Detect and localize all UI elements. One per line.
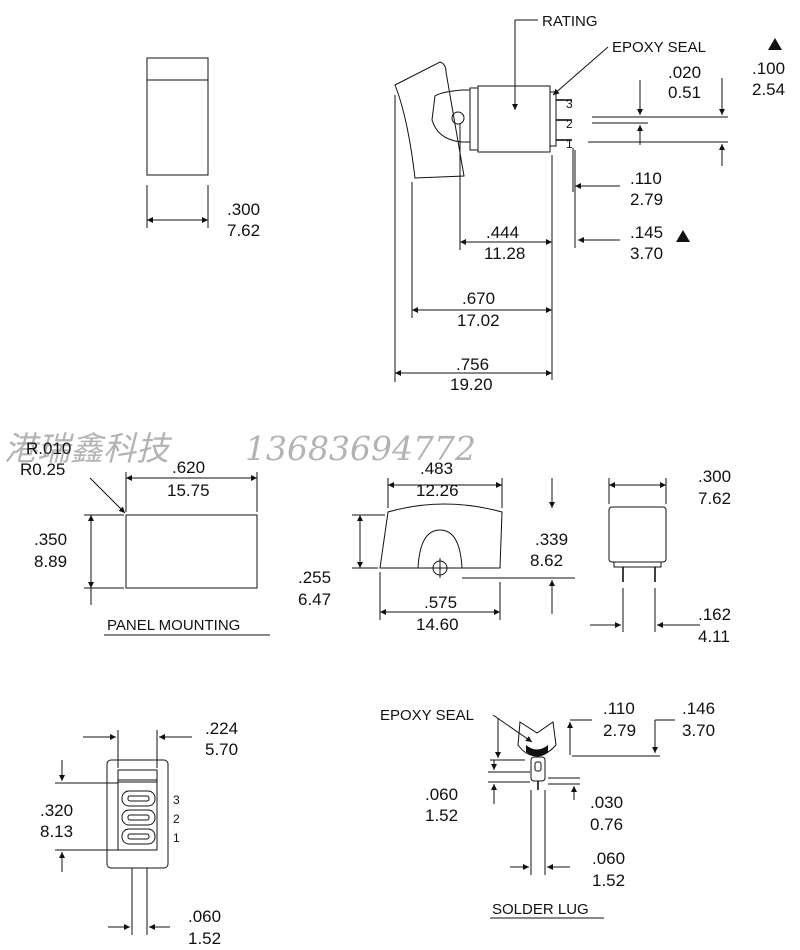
lug-seal — [517, 721, 557, 757]
dim-corner-radius-mm: R0.25 — [20, 460, 65, 479]
body-outline — [608, 506, 667, 563]
actuator-outline — [146, 57, 209, 176]
lug-tab — [530, 756, 546, 782]
dim-side-pin-spacing-in: .162 — [698, 605, 731, 624]
bottom-outline — [106, 759, 169, 869]
watermark-company: 港瑞鑫科技 — [4, 429, 173, 468]
dim-lug-length-mm: 3.70 — [682, 721, 715, 740]
dim-lug-width-in: .060 — [592, 849, 625, 868]
warning-triangle-icon — [676, 230, 690, 242]
dim-pin-thickness-mm: 0.51 — [668, 83, 701, 102]
dim-panel-width-mm: 15.75 — [167, 481, 210, 500]
dim-lug-hole-in: .060 — [425, 785, 458, 804]
dim-panel-width-in: .620 — [172, 458, 205, 477]
dim-panel-height-mm: 8.89 — [34, 552, 67, 571]
watermark: 港瑞鑫科技 13683694772 — [4, 429, 476, 468]
dim-bottom-height-mm: 8.13 — [40, 822, 73, 841]
dim-body-depth-in: .444 — [486, 223, 519, 242]
panel-cutout — [125, 514, 258, 589]
dim-total-depth-mm: 19.20 — [450, 375, 493, 394]
front-view: .300 7.62 — [146, 57, 260, 240]
terminal-3 — [121, 790, 156, 807]
dim-overall-depth-mm: 17.02 — [457, 311, 500, 330]
dim-pin-thickness-in: .020 — [668, 63, 701, 82]
epoxy-seal-bottom-label: EPOXY SEAL — [380, 707, 474, 724]
epoxy-seal-top-label: EPOXY SEAL — [612, 39, 706, 56]
dim-pin-offset-in: .110 — [630, 169, 662, 188]
terminal-label-2: 2 — [173, 812, 180, 826]
side-view: 3 2 1 RATING EPOXY SEAL .020 0.51 .100 2… — [394, 13, 785, 394]
rating-label: RATING — [542, 13, 598, 30]
dim-pin-length-mm: 3.70 — [630, 244, 663, 263]
dim-rocker-height-mm: 8.62 — [530, 551, 563, 570]
dim-rocker-width-in: .483 — [420, 459, 453, 478]
dim-rocker-base-mm: 14.60 — [416, 615, 459, 634]
terminal-1 — [121, 828, 156, 845]
dim-lug-offset-in: .110 — [603, 699, 635, 718]
dim-total-depth-in: .756 — [456, 355, 489, 374]
dim-bottom-height-in: .320 — [40, 801, 73, 820]
rocker-profile — [394, 61, 465, 179]
dim-bottom-pin-width-in: .060 — [188, 907, 221, 926]
dim-rocker-low-mm: 6.47 — [298, 590, 331, 609]
dim-bottom-pin-width-mm: 1.52 — [188, 929, 221, 948]
dim-bottom-width-in: .224 — [205, 719, 238, 738]
bottom-view: 3 2 1 .224 5.70 .320 8.13 .060 1.52 — [40, 719, 238, 948]
terminal-2 — [121, 809, 156, 826]
dim-body-depth-mm: 11.28 — [484, 244, 525, 263]
dim-actuator-width-mm: 7.62 — [227, 221, 260, 240]
solder-lug-view: EPOXY SEAL .110 2.79 .146 3.70 .060 1.52… — [380, 699, 715, 919]
terminal-label-3: 3 — [173, 793, 180, 807]
dim-lug-thickness-in: .030 — [590, 793, 623, 812]
rocker-front-view: .483 12.26 .339 8.62 .255 6.47 .575 14.6… — [298, 459, 575, 634]
dim-lug-hole-mm: 1.52 — [425, 806, 458, 825]
dim-pin-pitch-in: .100 — [752, 59, 785, 78]
dim-pin-length-in: .145 — [630, 223, 663, 242]
pivot-housing — [431, 89, 471, 143]
dim-rocker-low-in: .255 — [298, 568, 331, 587]
pin-label-1: 1 — [566, 137, 573, 151]
watermark-phone: 13683694772 — [245, 429, 476, 468]
dim-side-width-mm: 7.62 — [698, 489, 731, 508]
dim-rocker-base-in: .575 — [424, 593, 457, 612]
dim-lug-width-mm: 1.52 — [592, 871, 625, 890]
rocker-face — [379, 503, 503, 569]
pin-label-3: 3 — [566, 97, 573, 111]
panel-mounting-label: PANEL MOUNTING — [107, 617, 240, 634]
pin-label-2: 2 — [566, 117, 573, 131]
dim-overall-depth-in: .670 — [462, 289, 495, 308]
solder-lug-label: SOLDER LUG — [492, 901, 589, 918]
dim-panel-height-in: .350 — [34, 530, 67, 549]
dim-lug-offset-mm: 2.79 — [603, 721, 636, 740]
dim-corner-radius-in: R.010 — [26, 439, 71, 458]
dim-side-pin-spacing-mm: 4.11 — [698, 627, 730, 646]
dim-lug-thickness-mm: 0.76 — [590, 815, 623, 834]
pivot-circle — [451, 111, 465, 125]
warning-triangle-icon — [768, 38, 782, 50]
switch-body — [477, 85, 551, 153]
body-side-view: .300 7.62 .162 4.11 — [590, 467, 731, 646]
dim-bottom-width-mm: 5.70 — [205, 740, 238, 759]
dim-pin-offset-mm: 2.79 — [630, 190, 663, 209]
dim-rocker-width-mm: 12.26 — [416, 481, 459, 500]
panel-mounting-view: R.010 R0.25 .620 15.75 .350 8.89 PANEL M… — [20, 439, 270, 636]
dim-side-width-in: .300 — [698, 467, 731, 486]
dim-rocker-height-in: .339 — [535, 530, 568, 549]
dim-actuator-width-in: .300 — [227, 200, 260, 219]
dim-lug-length-in: .146 — [682, 699, 715, 718]
dim-pin-pitch-mm: 2.54 — [752, 80, 785, 99]
terminal-label-1: 1 — [173, 831, 180, 845]
